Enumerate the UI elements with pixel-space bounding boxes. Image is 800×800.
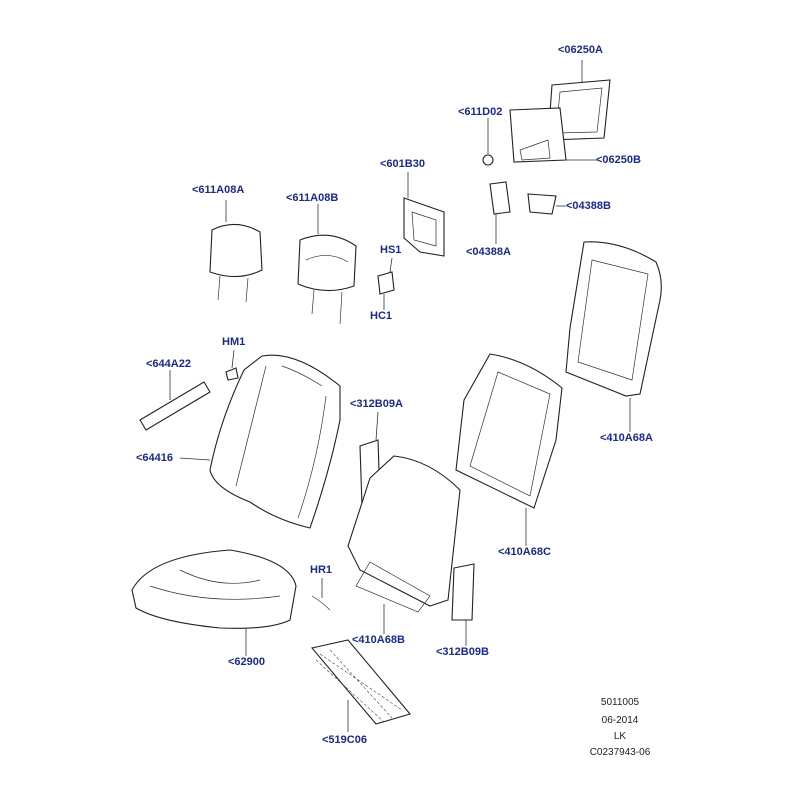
part-04388A <box>489 181 511 244</box>
callout-644A22[interactable]: <644A22 <box>146 358 191 370</box>
callout-04388A[interactable]: <04388A <box>466 246 511 258</box>
part-64416 <box>179 354 341 529</box>
part-611D02 <box>482 107 598 166</box>
callout-62900[interactable]: <62900 <box>228 656 266 668</box>
callout-611A08A[interactable]: <611A08A <box>192 184 245 196</box>
callout-06250B[interactable]: <06250B <box>596 154 641 166</box>
part-601B30 <box>377 172 445 310</box>
callout-312B09B[interactable]: <312B09B <box>436 646 489 658</box>
part-62900 <box>131 549 297 656</box>
part-611A08B <box>297 204 357 325</box>
callout-611A08B[interactable]: <611A08B <box>286 192 339 204</box>
diagram-market: LK <box>613 731 627 742</box>
callout-04388B[interactable]: <04388B <box>566 200 611 212</box>
part-410A68B <box>347 455 461 634</box>
callout-HC1[interactable]: HC1 <box>370 310 393 322</box>
part-410A68A <box>565 241 662 432</box>
part-HR1 <box>311 578 331 611</box>
callout-601B30[interactable]: <601B30 <box>380 158 425 170</box>
diagram-code: C0237943-06 <box>589 747 651 758</box>
callout-519C06[interactable]: <519C06 <box>322 734 367 746</box>
callout-HS1[interactable]: HS1 <box>380 244 402 256</box>
diagram-date: 06-2014 <box>601 715 639 726</box>
callout-410A68A[interactable]: <410A68A <box>600 432 653 444</box>
part-312B09B <box>451 563 475 646</box>
callout-64416[interactable]: <64416 <box>136 452 174 464</box>
diagram-id: 5011005 <box>600 697 640 708</box>
callout-HR1[interactable]: HR1 <box>310 564 333 576</box>
callout-06250A[interactable]: <06250A <box>558 44 603 56</box>
part-519C06 <box>310 639 411 732</box>
callout-HM1[interactable]: HM1 <box>222 336 246 348</box>
callout-312B09A[interactable]: <312B09A <box>350 398 403 410</box>
part-644A22 <box>139 349 239 431</box>
part-04388B <box>527 193 566 215</box>
callout-410A68C[interactable]: <410A68C <box>498 546 551 558</box>
part-611A08A <box>209 200 263 303</box>
callout-410A68B[interactable]: <410A68B <box>352 634 405 646</box>
part-410A68C <box>455 353 563 546</box>
callout-611D02[interactable]: <611D02 <box>458 106 503 118</box>
